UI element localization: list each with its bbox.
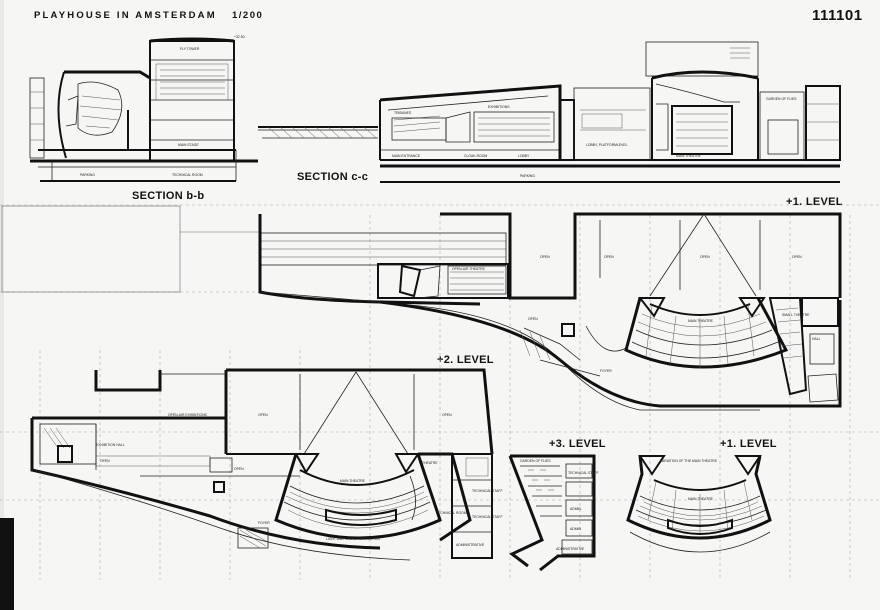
svg-text:PARKING: PARKING [80,173,95,177]
section-bb-label: SECTION b-b [132,190,205,202]
svg-text:OPEN: OPEN [604,255,614,259]
svg-text:+32.50: +32.50 [234,35,245,39]
svg-text:EXHIBITION HALL: EXHIBITION HALL [96,443,125,447]
level2-plan: OPEN-AIR EXHIBITIONS EXHIBITION HALL OPE… [30,368,503,561]
svg-text:OPEN-AIR THEATRE: OPEN-AIR THEATRE [452,267,486,271]
svg-text:EXHIBITIONS: EXHIBITIONS [488,105,510,109]
svg-text:TECHNICAL STAFF: TECHNICAL STAFF [472,489,503,493]
svg-text:TECHNICAL STAFF: TECHNICAL STAFF [472,515,503,519]
svg-text:ADMINISTRATIVE: ADMINISTRATIVE [556,547,585,551]
level1-plan: OPEN-AIR THEATRE OPEN OPEN OPEN OPEN MAI… [258,212,842,411]
svg-text:PARKING: PARKING [520,174,535,178]
svg-text:FOYER: FOYER [600,369,612,373]
level3-label: +3. LEVEL [549,438,606,450]
svg-text:VARIATION OF THE MAIN THEATRE: VARIATION OF THE MAIN THEATRE [660,459,718,463]
section-cc-drawing: TRIBUNES EXHIBITIONS MAIN ENTRANCE CLOAK… [258,41,841,183]
film-edge-mark [0,518,14,610]
svg-text:HALL: HALL [812,337,821,341]
svg-text:TECHNICAL ROOM: TECHNICAL ROOM [172,173,203,177]
svg-text:OPEN: OPEN [258,413,268,417]
svg-text:LIGHT AND SOUND REGULATION: LIGHT AND SOUND REGULATION [326,537,380,541]
svg-text:TRIBUNES: TRIBUNES [394,111,412,115]
section-bb-drawing: FLY TOWER MAIN STAGE TECHNICAL ROOM PARK… [29,35,258,182]
svg-text:LOBBY, PLATFORMLEVEL: LOBBY, PLATFORMLEVEL [586,143,628,147]
svg-text:OPEN-AIR EXHIBITIONS: OPEN-AIR EXHIBITIONS [168,413,208,417]
section-cc-label: SECTION c-c [297,171,369,183]
svg-text:THEATRE: THEATRE [422,461,438,465]
svg-text:FOYER: FOYER [258,521,270,525]
level3-plan: GARDEN OF FLIES TECHNICAL STAFF ADMIN AD… [508,454,599,572]
svg-text:ADMINISTRATIVE: ADMINISTRATIVE [456,543,485,547]
svg-text:CLOAK-ROOM: CLOAK-ROOM [464,154,487,158]
sheet-title: PLAYHOUSE IN AMSTERDAM [34,10,217,21]
svg-text:SMALL THEATRE: SMALL THEATRE [782,313,810,317]
level1-label: +1. LEVEL [786,196,843,208]
svg-text:MAIN THEATRE: MAIN THEATRE [688,497,714,501]
sheet-number: 111101 [812,7,863,24]
svg-text:TECHNICAL ROOM: TECHNICAL ROOM [436,511,467,515]
svg-text:OPEN: OPEN [528,317,538,321]
variation-plan: VARIATION OF THE MAIN THEATRE MAIN THEAT… [626,455,772,553]
svg-text:LOBBY: LOBBY [518,154,530,158]
svg-text:FLY TOWER: FLY TOWER [180,47,200,51]
construction-grid [0,204,880,580]
svg-text:OPEN: OPEN [442,413,452,417]
svg-text:MAIN THEATRE: MAIN THEATRE [676,154,702,158]
film-border [0,0,4,610]
level2-label: +2. LEVEL [437,354,494,366]
svg-text:OPEN: OPEN [540,255,550,259]
svg-text:GARDEN OF FLIES: GARDEN OF FLIES [766,97,797,101]
svg-text:TECHNICAL STAFF: TECHNICAL STAFF [568,471,599,475]
svg-text:OPEN: OPEN [234,467,244,471]
svg-text:ADMIN: ADMIN [570,507,581,511]
svg-text:OPEN: OPEN [700,255,710,259]
svg-text:MAIN STAGE: MAIN STAGE [178,143,199,147]
svg-text:OPEN: OPEN [792,255,802,259]
variation-level-label: +1. LEVEL [720,438,777,450]
svg-text:ADMIN: ADMIN [570,527,581,531]
svg-text:GARDEN OF FLIES: GARDEN OF FLIES [520,459,551,463]
svg-text:MAIN THEATRE: MAIN THEATRE [688,319,714,323]
svg-text:MAIN ENTRANCE: MAIN ENTRANCE [392,154,421,158]
svg-text:MAIN THEATRE: MAIN THEATRE [340,479,366,483]
svg-text:OPEN: OPEN [100,459,110,463]
sheet-scale: 1/200 [232,10,264,21]
